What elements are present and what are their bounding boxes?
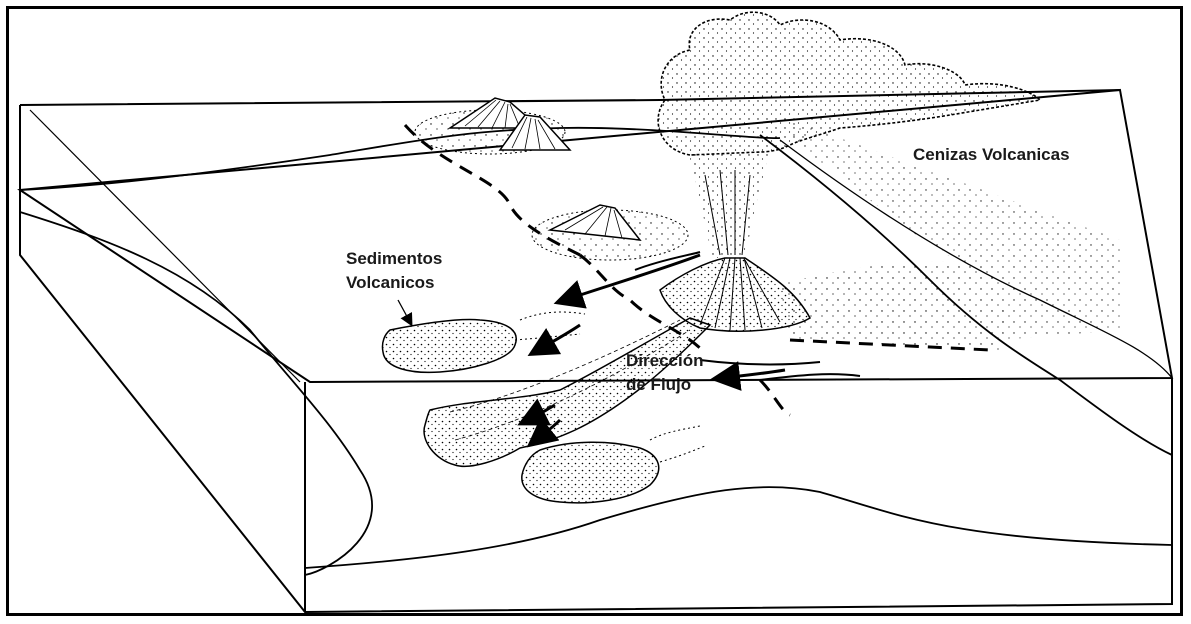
- sediment-lobes: [382, 312, 710, 503]
- label-flow-line2: de Flujo: [626, 375, 691, 394]
- label-sediments-line2: Volcanicos: [346, 273, 435, 292]
- label-flow-line1: Dirección: [626, 351, 703, 370]
- ash-cloud: [658, 12, 1040, 155]
- flow-arrow-5: [722, 370, 785, 378]
- sediments-leader: [398, 300, 410, 322]
- label-sediments-line1: Sedimentos: [346, 249, 442, 268]
- main-volcano: [660, 258, 810, 331]
- ash-fall-deposit: [780, 262, 1004, 350]
- label-ash: Cenizas Volcanicas: [913, 145, 1070, 164]
- small-volcano-2: [532, 205, 688, 260]
- small-volcano-1: [415, 98, 570, 154]
- flow-arrow-2: [538, 325, 580, 350]
- eruption-column: [688, 150, 770, 258]
